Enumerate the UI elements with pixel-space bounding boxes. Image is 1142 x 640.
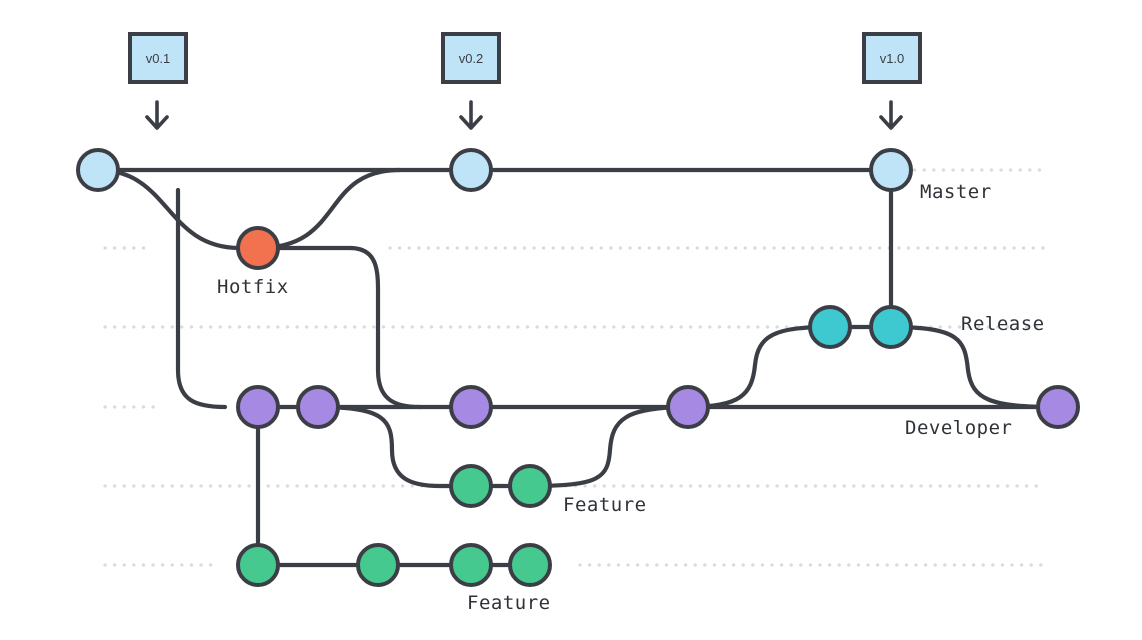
commits	[76, 148, 1080, 587]
branch-label-feature-2: Feature	[467, 592, 551, 614]
tag-box	[441, 32, 501, 84]
tag-box	[128, 32, 188, 84]
commit-feature-2-3	[449, 543, 493, 587]
tag-v1-0: v1.0	[862, 32, 922, 130]
branch-label-master: Master	[920, 181, 992, 203]
commit-master-3	[869, 148, 913, 192]
branch-label-feature-1: Feature	[563, 494, 647, 516]
developer-split-edge	[175, 187, 228, 410]
tag-v0-1: v0.1	[128, 32, 188, 130]
arrow-down-icon	[459, 100, 483, 130]
branch-labels: Master Hotfix Release Developer Feature …	[217, 181, 1045, 614]
commit-hotfix-1	[236, 226, 280, 270]
tag-label: v1.0	[880, 51, 905, 66]
commit-feature-1-2	[508, 464, 552, 508]
commit-developer-2	[296, 385, 340, 429]
feature-1-merge-edge	[527, 404, 691, 489]
commit-developer-4	[666, 385, 710, 429]
feature-1-split-edge	[315, 404, 533, 489]
commit-release-2	[869, 305, 913, 349]
arrow-down-icon	[879, 100, 903, 130]
tag-v0-2: v0.2	[441, 32, 501, 130]
branch-label-release: Release	[961, 313, 1045, 335]
hotfix-merge-developer-edge	[255, 245, 423, 410]
commit-feature-2-4	[508, 543, 552, 587]
commit-release-1	[808, 305, 852, 349]
branch-label-developer: Developer	[905, 417, 1012, 439]
version-tags: v0.1 v0.2 v1.0	[128, 32, 922, 130]
commit-feature-1-1	[449, 464, 493, 508]
lane-guides	[103, 168, 1047, 567]
hotfix-split-edge	[95, 167, 261, 251]
commit-feature-2-2	[356, 543, 400, 587]
branch-label-hotfix: Hotfix	[217, 276, 289, 298]
commit-master-1	[76, 148, 120, 192]
commit-feature-2-1	[236, 543, 280, 587]
tag-label: v0.1	[146, 51, 171, 66]
hotfix-merge-master-edge	[255, 167, 403, 251]
commit-developer-3	[449, 385, 493, 429]
arrow-down-icon	[145, 100, 169, 130]
release-merge-developer-edge	[888, 324, 1061, 410]
commit-master-2	[449, 148, 493, 192]
tag-label: v0.2	[459, 51, 484, 66]
commit-developer-1	[236, 385, 280, 429]
release-split-edge	[685, 324, 833, 410]
commit-developer-5	[1036, 385, 1080, 429]
tag-box	[862, 32, 922, 84]
